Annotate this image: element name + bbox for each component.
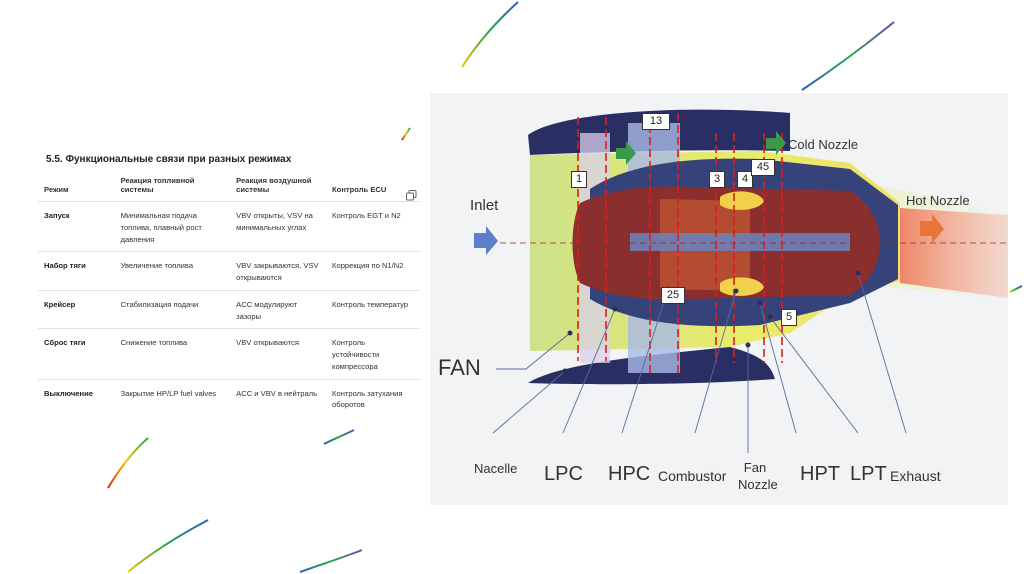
cell-ecu: Контроль затухания оборотов [326, 378, 420, 418]
cell-mode: Запуск [38, 200, 115, 252]
cell-mode: Крейсер [38, 289, 115, 329]
cell-ecu: Коррекция по N1/N2 [326, 251, 420, 291]
cell-fuel: Стабилизация подачи [114, 289, 231, 329]
cell-fuel: Увеличение топлива [114, 251, 231, 291]
cell-mode: Набор тяги [38, 251, 115, 291]
header-air: Реакция воздушной системы [236, 176, 312, 195]
copy-icon[interactable] [406, 190, 417, 201]
table-header-row: Режим Реакция топливной системы Реакция … [38, 172, 420, 201]
station-box-4: 4 [737, 171, 753, 188]
section-title: 5.5. Функциональные связи при разных реж… [46, 154, 292, 165]
combustor-lower [720, 277, 764, 296]
table-row: Выключение Закрытие HP/LP fuel valves AC… [38, 378, 420, 418]
hot-nozzle-label: Hot Nozzle [906, 193, 970, 208]
component-label-lpc: LPC [544, 463, 583, 485]
component-label-exhaust: Exhaust [890, 468, 941, 484]
cell-fuel: Минимальная подача топлива, плавный рост… [114, 200, 231, 252]
combustor-upper [720, 191, 764, 210]
cell-air: ACC модулируют зазоры [230, 289, 327, 329]
cell-ecu: Контроль устойчивости компрессора [326, 328, 420, 380]
component-label-nacelle: Nacelle [474, 461, 518, 476]
station-box-5: 5 [781, 309, 797, 326]
stroke-right-edge [1009, 285, 1023, 293]
component-label-combustor: Combustor [658, 468, 727, 484]
cell-air: VBV открываются [230, 328, 327, 380]
station-box-25: 25 [661, 287, 685, 304]
stroke-left [107, 437, 149, 489]
component-label-hpc: HPC [608, 463, 651, 485]
header-mode: Режим [44, 185, 69, 195]
cell-mode: Сброс тяги [38, 328, 115, 380]
header-ecu: Контроль ECU [332, 185, 387, 195]
component-label-hpt: HPT [800, 463, 840, 485]
header-fuel: Реакция топливной системы [120, 176, 195, 195]
table-row: Набор тяги Увеличение топлива VBV закрыв… [38, 251, 420, 291]
stroke-bottom-mid [299, 549, 363, 573]
table-row: Сброс тяги Снижение топлива VBV открываю… [38, 328, 420, 380]
cold-arrow-2 [766, 131, 786, 155]
station-box-45: 45 [751, 159, 775, 176]
stroke-top-right [801, 21, 895, 91]
modes-table: Режим Реакция топливной системы Реакция … [38, 172, 420, 418]
cold-nozzle-label: Cold Nozzle [788, 137, 859, 152]
cell-fuel: Закрытие HP/LP fuel valves [114, 378, 231, 418]
turbofan-diagram: 1 13 3 4 45 25 5 Inlet Cold Nozzle Hot N… [430, 93, 1008, 505]
stroke-top-center [461, 1, 519, 68]
cell-air: VBV открыты, VSV на минимальных углах [230, 200, 327, 252]
cell-ecu: Контроль температур [326, 289, 420, 329]
station-box-3: 3 [709, 171, 725, 188]
hot-arrow [920, 214, 944, 243]
cold-arrow-1 [616, 141, 636, 165]
station-box-1: 1 [571, 171, 587, 188]
component-label-lpt: LPT [850, 463, 887, 485]
stroke-small-red [401, 127, 411, 141]
component-label-fan-nozzle: Fan Nozzle [738, 460, 778, 492]
station-box-13: 13 [642, 113, 670, 130]
inlet-label: Inlet [470, 197, 499, 214]
inlet-arrow [474, 226, 498, 255]
table-row: Крейсер Стабилизация подачи ACC модулиру… [38, 289, 420, 329]
stroke-bottom-left [127, 519, 209, 573]
hot-plume [900, 208, 1008, 298]
stroke-table-mid [323, 429, 355, 445]
table-row: Запуск Минимальная подача топлива, плавн… [38, 200, 420, 252]
cell-air: ACC и VBV в нейтраль [230, 378, 327, 418]
cell-ecu: Контроль EGT и N2 [326, 200, 420, 252]
cell-air: VBV закрываются, VSV открываются [230, 251, 327, 291]
fan-label: FAN [438, 355, 481, 380]
cell-fuel: Снижение топлива [114, 328, 231, 380]
leader-lines [492, 272, 907, 453]
shaft [630, 233, 850, 251]
engine-cross-section [430, 93, 1008, 505]
cell-mode: Выключение [38, 378, 115, 418]
